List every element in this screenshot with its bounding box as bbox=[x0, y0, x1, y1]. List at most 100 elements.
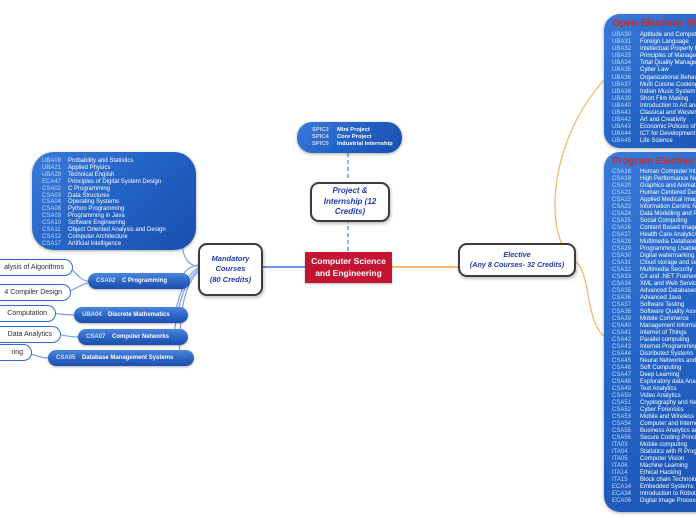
course-name: Cryptography and Network Security bbox=[640, 400, 696, 406]
course-code: CSA02 bbox=[96, 278, 116, 284]
course-row: UBA39 Short Film Making bbox=[612, 96, 696, 103]
course-row: CSA10 Software Engineering bbox=[42, 220, 196, 227]
course-name: Video Analytics bbox=[640, 393, 681, 399]
cutoff-box-compiler-design[interactable]: 4 Compiler Design bbox=[0, 284, 71, 301]
course-pill-discrete-mathematics[interactable]: UBA04 Discrete Mathematics bbox=[74, 307, 188, 323]
node-label-line: Credits) bbox=[334, 207, 366, 217]
course-name: Applied Physics bbox=[68, 164, 111, 171]
course-row: CSA12 Computer Architecture bbox=[42, 234, 196, 241]
course-pill-c-programming[interactable]: CSA02 C Programming bbox=[88, 273, 190, 289]
course-row: CSA37 Software Testing bbox=[612, 302, 696, 309]
course-name: Management Information Systems bbox=[640, 323, 696, 329]
elective-node[interactable]: Elective(Any 8 Courses- 32 Credits) bbox=[458, 243, 576, 277]
course-row: UBA41 Classical and Western Dance bbox=[612, 110, 696, 117]
program-electives-title: Program Elective [M bbox=[612, 156, 696, 167]
course-code: UBA29 bbox=[42, 171, 62, 178]
node-label-line: (Any 8 Courses- 32 Credits) bbox=[469, 260, 565, 269]
course-code: CSA53 bbox=[612, 414, 632, 420]
course-row: CSA43 Internet Programming bbox=[612, 344, 696, 351]
root-label-line: and Engineering bbox=[315, 267, 382, 278]
cutoff-box-data-analytics[interactable]: Data Analytics bbox=[0, 326, 61, 343]
course-name: Total Quality Management bbox=[640, 60, 696, 67]
course-code: CSA41 bbox=[612, 330, 632, 336]
course-row: UBA40 Introduction to Art and Aesthetics bbox=[612, 103, 696, 110]
course-name: Foreign Language bbox=[640, 39, 689, 46]
course-code: UBA32 bbox=[612, 46, 632, 53]
course-code: CSA23 bbox=[612, 204, 632, 210]
course-code: CSA09 bbox=[42, 213, 62, 220]
course-name: Digital Image Processing bbox=[640, 498, 696, 504]
spic-list: SPIC3 Mini Project SPIC4 Core Project SP… bbox=[297, 122, 402, 149]
course-name: Business Analytics and Intelligence bbox=[640, 428, 696, 434]
course-code: UBA37 bbox=[612, 81, 632, 88]
cutoff-box-computation[interactable]: Computation bbox=[0, 305, 56, 322]
course-row: CSA08 Python Programming bbox=[42, 206, 196, 213]
course-pill-database-management[interactable]: CSA05 Database Management Systems bbox=[48, 350, 194, 366]
mandatory-courses-list: UBA09 Probability and Statistics UBA21 A… bbox=[32, 152, 196, 248]
course-name: C# and .NET Framework bbox=[640, 274, 696, 280]
course-row: CSA17 Artificial Intelligence bbox=[42, 241, 196, 248]
course-name: Mobile and Wireless Security bbox=[640, 414, 696, 420]
course-name: Human Computer Interaction bbox=[640, 169, 696, 175]
course-code: UBA04 bbox=[82, 312, 102, 318]
course-name: Applied Medical Image Processing bbox=[640, 197, 696, 203]
node-label-line: Elective bbox=[503, 249, 531, 259]
course-name: Secure Coding Principles bbox=[640, 435, 696, 441]
course-pill-computer-networks[interactable]: CSA07 Computer Networks bbox=[78, 329, 188, 345]
course-code: CSA42 bbox=[612, 337, 632, 343]
project-courses-pill[interactable]: SPIC3 Mini Project SPIC4 Core Project SP… bbox=[297, 122, 402, 153]
course-row: CSA39 Mobile Commerce bbox=[612, 316, 696, 323]
course-code: CSA03 bbox=[42, 192, 62, 199]
course-code: UBA21 bbox=[42, 164, 62, 171]
course-name: Programming Usable Interfaces bbox=[640, 246, 696, 252]
course-code: CSA20 bbox=[612, 183, 632, 189]
course-row: UBA42 Art and Creativity bbox=[612, 117, 696, 124]
cutoff-box-ring[interactable]: ring bbox=[0, 344, 32, 361]
course-name: Introduction to Art and Aesthetics bbox=[640, 102, 696, 109]
course-name: Advanced Java bbox=[640, 295, 682, 301]
course-code: ITA06 bbox=[612, 463, 628, 469]
course-row: CSA03 Data Structures bbox=[42, 193, 196, 200]
program-electives-panel[interactable]: Program Elective [M CSA18 Human Computer… bbox=[604, 152, 696, 512]
course-row: ITA06 Machine Learning bbox=[612, 463, 696, 470]
course-code: CSA34 bbox=[612, 281, 632, 287]
course-code: CSA52 bbox=[612, 407, 632, 413]
course-code: SPIC5 bbox=[312, 141, 329, 148]
course-name: Classical and Western Dance bbox=[640, 110, 696, 117]
course-row: CSA48 Exploratory data Analysis bbox=[612, 379, 696, 386]
course-row: UBA29 Technical English bbox=[42, 172, 196, 179]
course-name: XML and Web Services bbox=[640, 281, 696, 287]
course-code: CSA25 bbox=[612, 218, 632, 224]
mandatory-courses-panel[interactable]: UBA09 Probability and Statistics UBA21 A… bbox=[32, 152, 196, 250]
course-name: High Performance Networks bbox=[640, 176, 696, 182]
course-code: ITA04 bbox=[612, 449, 628, 455]
open-electives-panel[interactable]: Open Electives [Max UBA30 Aptitude and C… bbox=[604, 14, 696, 148]
course-row: UBA36 Organizational Behaviour bbox=[612, 75, 696, 82]
course-name: Machine Learning bbox=[640, 463, 688, 469]
course-row: CSA46 Soft Computing bbox=[612, 365, 696, 372]
course-code: CSA54 bbox=[612, 421, 632, 427]
course-name: Health Care Analytics bbox=[640, 232, 696, 238]
course-code: UBA09 bbox=[42, 158, 62, 164]
course-code: ITA05 bbox=[612, 456, 628, 462]
course-name: Economic Policies of India bbox=[640, 124, 696, 131]
course-code: UBA43 bbox=[612, 124, 632, 131]
course-name: Block chain Technology bbox=[640, 477, 696, 483]
course-name: Cyber Law bbox=[640, 67, 669, 74]
course-code: CSA07 bbox=[86, 334, 106, 340]
course-code: CSA48 bbox=[612, 379, 632, 385]
course-name: Indian Music System bbox=[640, 88, 696, 95]
course-row: CSA26 Content Based Image Retrieval bbox=[612, 225, 696, 232]
course-name: Text Analytics bbox=[640, 386, 677, 392]
course-row: CSA52 Cyber Forensics bbox=[612, 407, 696, 414]
course-row: CSA02 C Programming bbox=[42, 186, 196, 193]
course-name: Mobile Commerce bbox=[640, 316, 689, 322]
cutoff-box-analysis-of-algorithms[interactable]: alysis of Algorithms bbox=[0, 259, 73, 276]
course-row: ITA14 Ethical Hacking bbox=[612, 470, 696, 477]
course-name: Statistics with R Programming bbox=[640, 449, 696, 455]
course-name: Parallel computing bbox=[640, 337, 690, 343]
course-code: CSA08 bbox=[42, 206, 62, 213]
